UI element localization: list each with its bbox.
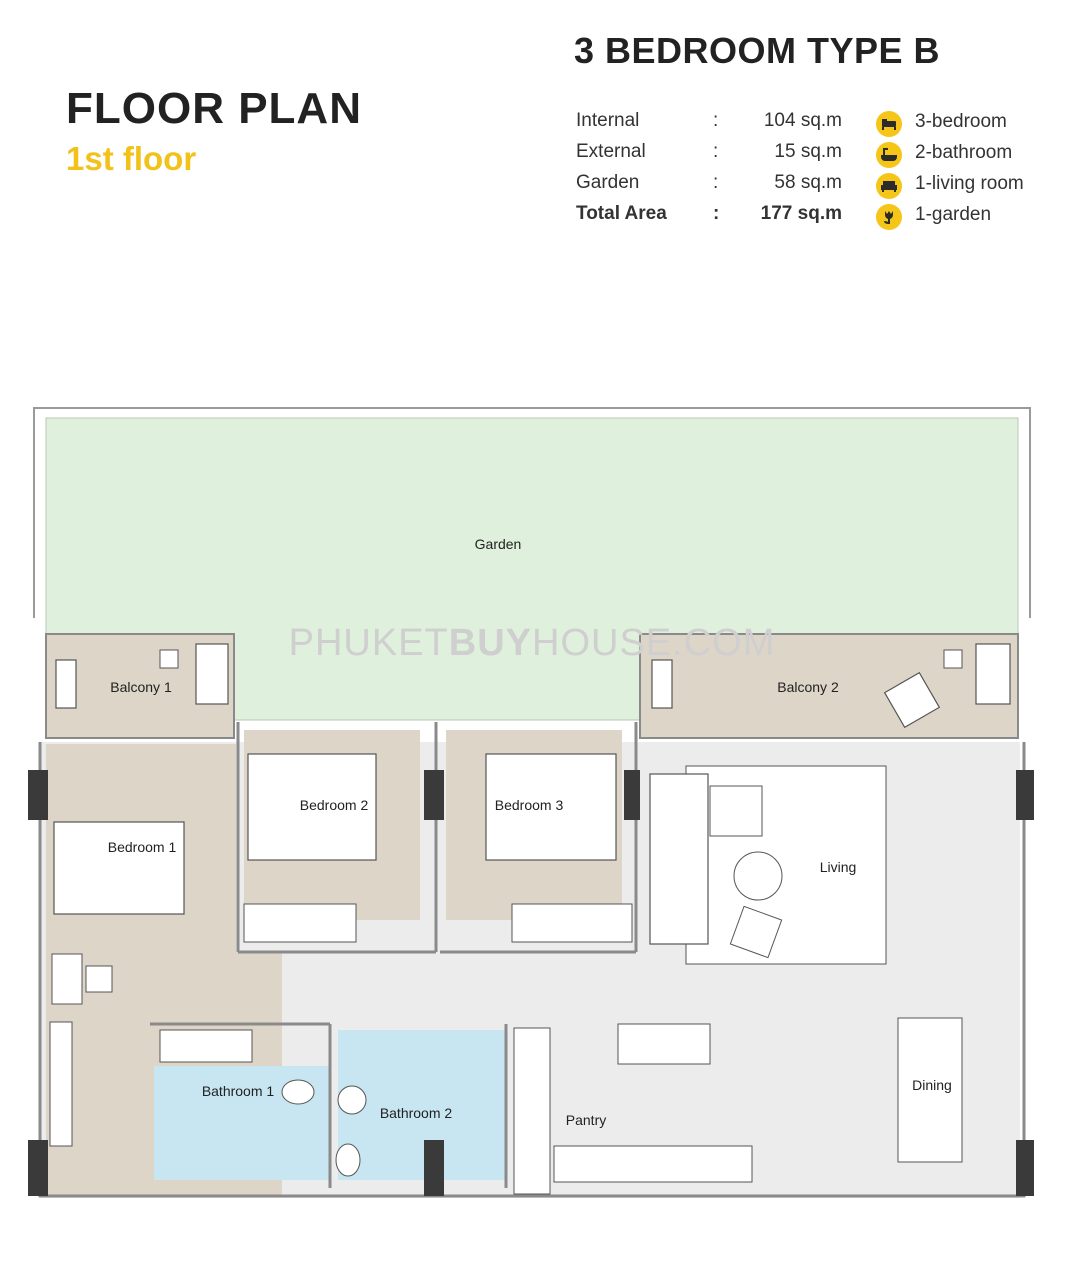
lounger-icon [651,659,673,709]
feature-garden: 1-garden [876,203,1061,234]
bathroom-2-area [338,1030,506,1180]
feature-label: 2-bathroom [915,142,1013,163]
area-value: 15 sq.m [774,141,842,162]
area-label: Total Area [576,203,667,224]
basin-icon [337,1085,367,1115]
toilet-icon [335,1143,361,1177]
bed-icon [53,821,185,915]
counter-icon [513,1027,551,1195]
area-row-external: External : 15 sq.m [576,141,856,172]
lounger-icon [55,659,77,709]
toilet-icon [281,1079,315,1105]
watermark-part: HOUSE.COM [532,622,775,664]
lounge-chair-icon [883,671,941,729]
dining-table-icon [617,1023,711,1065]
area-value: 58 sq.m [774,172,842,193]
feature-living: 1-living room [876,172,1061,203]
wardrobe-icon [243,903,357,943]
side-table-icon [943,649,963,669]
floor-plan-title: FLOOR PLAN [66,84,362,133]
area-separator: : [713,203,720,224]
area-value: 177 sq.m [760,203,842,224]
armchair-icon [195,643,229,705]
dining-table-icon [897,1017,963,1163]
feature-bathrooms: 2-bathroom [876,141,1061,172]
bedroom-3-label: Bedroom 3 [495,797,564,813]
dining-label: Dining [912,1077,952,1093]
floor-level-subtitle: 1st floor [66,140,197,177]
structural-columns [28,770,1034,1196]
watermark-part: PHUKET [289,622,449,664]
unit-type-title: 3 BEDROOM TYPE B [574,30,941,71]
pantry-label: Pantry [566,1112,606,1128]
armchair-icon [729,905,783,959]
area-separator: : [713,141,719,162]
area-label: Garden [576,172,640,193]
ottoman-icon [709,785,763,837]
living-label: Living [820,859,857,875]
area-label: External [576,141,646,162]
feature-bedrooms: 3-bedroom [876,110,1061,141]
area-table: Internal : 104 sq.m External : 15 sq.m G… [576,110,856,234]
wardrobe-icon [49,1021,73,1147]
bed-icon [485,753,617,861]
bed-icon [247,753,377,861]
kitchen-counter-icon [553,1145,753,1183]
watermark-part: BUY [449,622,532,664]
bathroom-2-label: Bathroom 2 [380,1105,453,1121]
bedroom-1-label: Bedroom 1 [108,839,177,855]
floor-plan-drawing: Garden Balcony 1 Balcony 2 Bedroom 1 Bed… [28,407,1034,1198]
area-separator: : [713,172,719,193]
chair-icon [85,965,113,993]
balcony-2-label: Balcony 2 [777,679,839,695]
sofa-icon [649,773,709,945]
feature-label: 1-garden [915,204,992,225]
bathroom-1-label: Bathroom 1 [202,1083,275,1099]
desk-icon [51,953,83,1005]
area-value: 104 sq.m [763,110,842,131]
area-separator: : [713,110,719,131]
side-table-icon [159,649,179,669]
balcony-1-label: Balcony 1 [110,679,172,695]
bedroom-2-label: Bedroom 2 [300,797,369,813]
wardrobe-icon [511,903,633,943]
interior-walls [38,722,1026,1198]
garden-label: Garden [475,536,522,552]
armchair-icon [975,643,1011,705]
bed-icon [876,111,902,137]
vanity-icon [159,1029,253,1063]
bathtub-icon [876,142,902,168]
garden-boundary [33,407,1031,618]
sofa-icon [876,173,902,199]
feature-list: 3-bedroom 2-bathroom 1-living room 1-gar… [876,110,1061,234]
area-row-total: Total Area : 177 sq.m [576,203,856,234]
feature-label: 3-bedroom [915,111,1007,132]
area-row-garden: Garden : 58 sq.m [576,172,856,203]
area-row-internal: Internal : 104 sq.m [576,110,856,141]
area-label: Internal [576,110,640,131]
watermark-text: PHUKETBUYHOUSE.COM [289,622,776,664]
feature-label: 1-living room [915,173,1024,194]
coffee-table-icon [733,851,783,901]
tulip-icon [876,204,902,230]
